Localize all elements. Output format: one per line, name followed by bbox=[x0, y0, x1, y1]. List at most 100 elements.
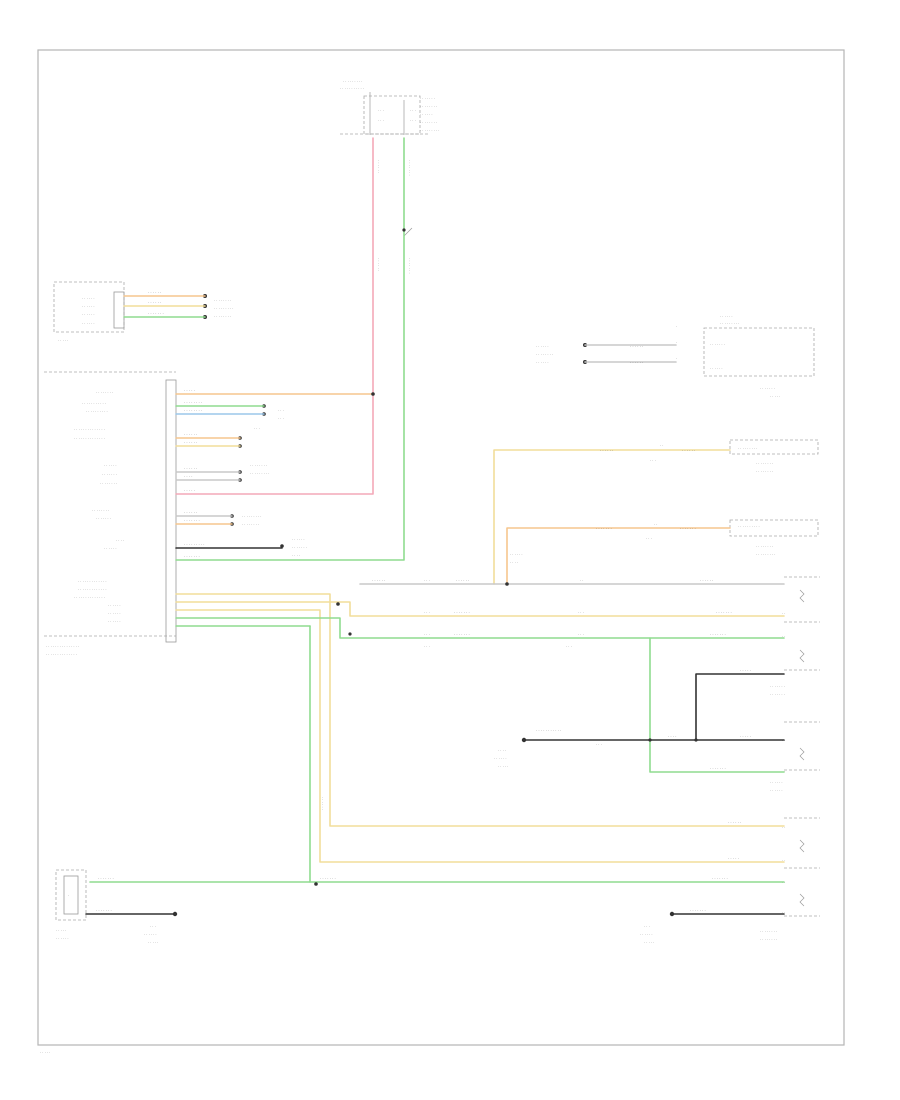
svg-text:· · ·: · · · bbox=[254, 427, 260, 431]
svg-text:· · · · · · ·: · · · · · · · bbox=[760, 387, 775, 391]
svg-text:· · · · · ·: · · · · · · bbox=[320, 797, 325, 810]
svg-text:· · · · ·: · · · · · bbox=[56, 929, 66, 933]
svg-text:· · ·: · · · bbox=[278, 417, 284, 421]
svg-text:· · · · · · ·: · · · · · · · bbox=[680, 526, 696, 531]
svg-text:· · · · · · ·: · · · · · · · bbox=[420, 97, 435, 101]
svg-text:· · · · · · · · · · · · · ·: · · · · · · · · · · · · · · bbox=[74, 437, 105, 441]
svg-text:· · · · · · · · · · · · · · ·: · · · · · · · · · · · · · · · bbox=[46, 645, 79, 649]
svg-text:· · · · ·: · · · · · bbox=[148, 941, 158, 945]
svg-text:· · · · · · ·: · · · · · · · bbox=[596, 526, 612, 531]
svg-text:· · · · · ·: · · · · · · bbox=[144, 933, 157, 937]
svg-text:· · · · · ·: · · · · · · bbox=[640, 933, 653, 937]
svg-text:· · · · · ·: · · · · · · bbox=[104, 464, 117, 468]
svg-text:· · · · · · · · ·: · · · · · · · · · bbox=[756, 553, 775, 557]
svg-text:· · · · · · · ·: · · · · · · · · bbox=[420, 121, 437, 125]
svg-text:· · · · ·: · · · · · bbox=[740, 734, 751, 739]
svg-text:· · ·: · · · bbox=[378, 119, 384, 123]
left-switch-module: · · · · · · · · · · · · · · · · · · · · … bbox=[53, 281, 233, 343]
svg-text:· · · · · · · · ·: · · · · · · · · · bbox=[242, 515, 261, 519]
svg-text:· · · · · · ·: · · · · · · · bbox=[148, 311, 164, 316]
svg-text:· · · · · · · · · ·: · · · · · · · · · · bbox=[86, 410, 108, 414]
svg-text:· ·: · · bbox=[782, 859, 785, 863]
svg-text:· · · · · · · ·: · · · · · · · · bbox=[214, 299, 231, 303]
svg-text:· · · · · ·: · · · · · · bbox=[728, 820, 741, 825]
svg-text:· · · · · ·: · · · · · · bbox=[82, 313, 95, 317]
svg-text:· · · · · · · · ·: · · · · · · · · · bbox=[720, 322, 739, 326]
svg-text:· · · ·: · · · · bbox=[184, 474, 192, 479]
svg-text:· · · · · ·: · · · · · · bbox=[630, 360, 643, 365]
svg-text:· · · · ·: · · · · · bbox=[770, 395, 780, 399]
svg-text:· · · · · · ·: · · · · · · · bbox=[96, 517, 111, 521]
module-side-connectors: · · · · · · · · · · · · · · · · · · · · … bbox=[230, 404, 307, 558]
svg-text:· · · · · · · ·: · · · · · · · · bbox=[760, 930, 777, 934]
svg-text:· · · · · · · · · · · · · ·: · · · · · · · · · · · · · · bbox=[74, 596, 105, 600]
svg-text:· · · · · · · ·: · · · · · · · · bbox=[96, 391, 113, 395]
svg-text:· · · · · · ·: · · · · · · · bbox=[710, 632, 726, 637]
svg-text:· · · · · ·: · · · · · · bbox=[184, 440, 197, 445]
svg-text:· · · · · · ·: · · · · · · · bbox=[710, 766, 726, 771]
svg-text:· · ·: · · · bbox=[644, 925, 650, 929]
svg-text:· · · · · · ·: · · · · · · · bbox=[770, 693, 785, 697]
svg-text:· · · · · · · ·: · · · · · · · · bbox=[756, 545, 773, 549]
svg-text:· · · · · ·: · · · · · · bbox=[376, 258, 381, 271]
svg-text:· · · · · · · ·: · · · · · · · · bbox=[760, 938, 777, 942]
svg-text:· · · · · ·: · · · · · · bbox=[770, 781, 783, 785]
svg-text:· · · · · · · ·: · · · · · · · · bbox=[242, 523, 259, 527]
svg-text:· · ·: · · · bbox=[424, 645, 430, 649]
svg-text:· · · · ·: · · · · · bbox=[498, 765, 508, 769]
svg-text:· · · · · · ·: · · · · · · · bbox=[712, 876, 728, 881]
svg-text:· · · · · ·: · · · · · · bbox=[600, 448, 613, 453]
svg-text:· · · · · ·: · · · · · · bbox=[148, 290, 161, 295]
wire-green-main bbox=[175, 137, 405, 561]
svg-text:· · · · · · · · ·: · · · · · · · · · bbox=[738, 447, 757, 451]
svg-text:· · · · · · ·: · · · · · · · bbox=[770, 685, 785, 689]
svg-text:· · · · · · · ·: · · · · · · · · bbox=[756, 470, 773, 474]
svg-text:· · · · · · ·: · · · · · · · bbox=[102, 473, 117, 477]
svg-text:· · · · ·: · · · · · bbox=[184, 488, 195, 493]
svg-text:· · · · · ·: · · · · · · bbox=[82, 322, 95, 326]
svg-text:· · · · · · ·: · · · · · · · bbox=[690, 908, 706, 913]
svg-text:· ·: · · bbox=[782, 739, 785, 743]
svg-text:· · · · · · ·: · · · · · · · bbox=[454, 632, 470, 637]
svg-text:· · ·: · · · bbox=[596, 743, 602, 747]
svg-text:·: · bbox=[676, 325, 677, 329]
svg-text:·: · bbox=[676, 341, 677, 345]
svg-text:· · · · · · · · ·: · · · · · · · · · bbox=[184, 542, 205, 547]
svg-text:· · · · · ·: · · · · · · bbox=[292, 538, 305, 542]
svg-text:· · · · · · · ·: · · · · · · · · bbox=[92, 509, 109, 513]
svg-text:· · · · · ·: · · · · · · bbox=[630, 344, 643, 349]
svg-text:· · · ·: · · · · bbox=[498, 749, 506, 753]
svg-text:· ·: · · bbox=[660, 444, 663, 448]
svg-text:· · · · · ·: · · · · · · bbox=[108, 612, 121, 616]
svg-text:· · · · · · · ·: · · · · · · · · bbox=[184, 400, 202, 405]
svg-text:· ·: · · bbox=[580, 579, 583, 583]
svg-text:· · · · · · ·: · · · · · · · bbox=[454, 610, 470, 615]
svg-text:· · ·: · · · bbox=[410, 109, 416, 113]
right-lamp-connectors: · · · · · · · · · · · · · · · · · · · · … bbox=[729, 439, 820, 942]
svg-text:· · · · ·: · · · · · bbox=[644, 941, 654, 945]
svg-text:· · · · · · · · ·: · · · · · · · · · bbox=[214, 307, 233, 311]
svg-text:· · · ·: · · · · bbox=[116, 539, 124, 543]
svg-text:· · · · · ·: · · · · · · bbox=[494, 757, 507, 761]
svg-text:· · · · · ·: · · · · · · bbox=[82, 305, 95, 309]
svg-text:· · · ·: · · · · bbox=[510, 561, 518, 565]
diagram-frame bbox=[37, 49, 845, 1046]
svg-text:· · · · ·: · · · · · bbox=[740, 668, 751, 673]
svg-text:· · · · · · · · ·: · · · · · · · · · bbox=[343, 80, 362, 84]
svg-text:· · ·: · · · bbox=[424, 611, 430, 615]
svg-text:· ·: · · bbox=[782, 635, 785, 639]
svg-text:· · · · · · · ·: · · · · · · · · bbox=[184, 408, 202, 413]
svg-text:· · · · · · · ·: · · · · · · · · bbox=[100, 482, 117, 486]
svg-text:· · · · · · · · · · · · · ·: · · · · · · · · · · · · · · bbox=[74, 428, 105, 432]
svg-text:· · ·: · · · bbox=[410, 119, 416, 123]
svg-text:· · ·: · · · bbox=[578, 611, 584, 615]
svg-text:· ·: · · bbox=[782, 826, 785, 830]
svg-text:· · · · · · · ·: · · · · · · · · bbox=[250, 464, 267, 468]
svg-text:· · · · · · ·: · · · · · · · bbox=[320, 876, 336, 881]
svg-text:· · · · · · ·: · · · · · · · bbox=[184, 518, 200, 523]
svg-text:· ·: · · bbox=[782, 881, 785, 885]
wire-pink-main bbox=[175, 137, 374, 495]
svg-text:· · · · · · · · · · · · · ·: · · · · · · · · · · · · · · bbox=[46, 653, 77, 657]
svg-text:· · · · · ·: · · · · · · bbox=[710, 367, 723, 371]
